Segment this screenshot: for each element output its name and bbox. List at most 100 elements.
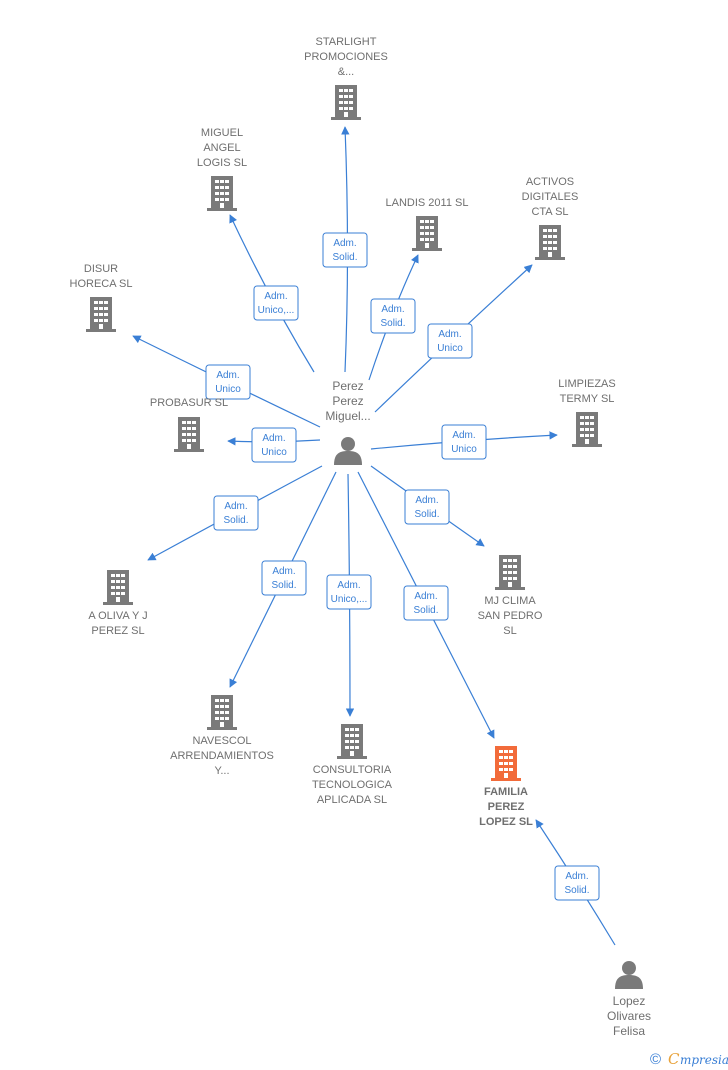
role-label: Adm. bbox=[224, 501, 247, 512]
role-label: Adm. bbox=[452, 430, 475, 441]
role-badge-perez-miguel[interactable]: Adm. Unico,... bbox=[253, 285, 299, 321]
role-label: Adm. bbox=[414, 591, 437, 602]
building-icon bbox=[495, 555, 525, 590]
person-icon bbox=[334, 437, 362, 465]
brand-name: mpresia bbox=[680, 1053, 728, 1067]
role-label: Solid. bbox=[332, 252, 357, 263]
node-label-line: PEREZ SL bbox=[91, 625, 144, 637]
role-badge-perez-activos[interactable]: Adm.Unico bbox=[427, 323, 473, 359]
node-label-line: CONSULTORIA bbox=[313, 764, 392, 776]
role-badge-perez-consultoria[interactable]: Adm. Unico,... bbox=[326, 574, 372, 610]
company-node-starlight[interactable]: STARLIGHTPROMOCIONES&... bbox=[304, 36, 388, 120]
role-label: Adm. bbox=[272, 566, 295, 577]
role-label: Solid. bbox=[413, 605, 438, 616]
role-badge-perez-disur[interactable]: Adm. Unico bbox=[205, 364, 251, 400]
role-badge-box bbox=[205, 364, 251, 400]
role-badge-box bbox=[441, 424, 487, 460]
role-label: Adm. bbox=[381, 304, 404, 315]
company-node-probasur[interactable]: PROBASUR SL bbox=[150, 397, 228, 452]
node-label-line: Perez bbox=[332, 379, 363, 393]
role-label: Unico bbox=[215, 384, 241, 395]
role-badge-box bbox=[261, 560, 307, 596]
role-badge-perez-familia[interactable]: Adm. Solid. bbox=[403, 585, 449, 621]
role-label: Adm. bbox=[333, 238, 356, 249]
node-label-line: SL bbox=[503, 625, 516, 637]
role-label: Adm. bbox=[216, 370, 239, 381]
role-label: Solid. bbox=[223, 515, 248, 526]
role-label: Solid. bbox=[271, 580, 296, 591]
node-label-line: LOPEZ SL bbox=[479, 816, 533, 828]
copyright-icon: © bbox=[650, 1051, 661, 1068]
node-label-line: DIGITALES bbox=[522, 191, 579, 203]
role-label: Unico bbox=[261, 447, 287, 458]
role-badge-perez-navescol[interactable]: Adm. Solid. bbox=[261, 560, 307, 596]
role-badge-box bbox=[326, 574, 372, 610]
role-badge-box bbox=[554, 865, 600, 901]
building-icon bbox=[412, 216, 442, 251]
node-label-line: ANGEL bbox=[203, 142, 240, 154]
company-node-mjclima[interactable]: MJ CLIMA SAN PEDRO SL bbox=[478, 555, 543, 637]
building-icon bbox=[572, 412, 602, 447]
node-label-line: MIGUEL bbox=[201, 127, 243, 139]
node-label-line: MJ CLIMA bbox=[484, 595, 536, 607]
role-badge-perez-probasur[interactable]: Adm. Unico bbox=[251, 427, 297, 463]
company-node-landis[interactable]: LANDIS 2011 SL bbox=[386, 197, 469, 251]
role-badge-box bbox=[251, 427, 297, 463]
node-label-line: SAN PEDRO bbox=[478, 610, 543, 622]
node-label-line: HORECA SL bbox=[70, 278, 133, 290]
empresia-watermark: © C mpresia bbox=[650, 1050, 728, 1068]
role-badge-lopez-familia[interactable]: Adm.Solid. bbox=[554, 865, 600, 901]
node-label-line: STARLIGHT bbox=[316, 36, 377, 48]
role-badge-box bbox=[213, 495, 259, 531]
role-badge-perez-limpiezas[interactable]: Adm. Unico bbox=[441, 424, 487, 460]
building-icon bbox=[491, 746, 521, 781]
building-icon bbox=[86, 297, 116, 332]
company-node-familia[interactable]: FAMILIA PEREZ LOPEZ SL bbox=[479, 746, 533, 828]
role-label: Adm. bbox=[264, 291, 287, 302]
role-label: Solid. bbox=[414, 509, 439, 520]
node-label-line: &... bbox=[338, 66, 355, 78]
role-badge-box bbox=[404, 489, 450, 525]
node-label-line: DISUR bbox=[84, 263, 118, 275]
role-badge-box bbox=[427, 323, 473, 359]
node-label-line: FAMILIA bbox=[484, 786, 528, 798]
node-label-line: A OLIVA Y J bbox=[88, 610, 147, 622]
company-node-aoliva[interactable]: A OLIVA Y J PEREZ SL bbox=[88, 570, 148, 637]
role-badge-perez-landis[interactable]: Adm.Solid. bbox=[370, 298, 416, 334]
node-label-line: TERMY SL bbox=[560, 393, 615, 405]
role-label: Unico,... bbox=[331, 594, 368, 605]
role-label: Unico bbox=[437, 343, 463, 354]
company-node-miguel[interactable]: MIGUEL ANGEL LOGIS SL bbox=[197, 127, 247, 211]
role-label: Adm. bbox=[337, 580, 360, 591]
role-label: Adm. bbox=[565, 871, 588, 882]
company-node-disur[interactable]: DISUR HORECA SL bbox=[70, 263, 133, 332]
role-label: Adm. bbox=[262, 433, 285, 444]
role-badge-box bbox=[253, 285, 299, 321]
person-node-perez[interactable]: PerezPerezMiguel... bbox=[325, 379, 371, 465]
node-label-line: TECNOLOGICA bbox=[312, 779, 393, 791]
node-label-line: Y... bbox=[214, 765, 229, 777]
role-badge-perez-starlight[interactable]: Adm. Solid. bbox=[322, 232, 368, 268]
role-badge-box bbox=[370, 298, 416, 334]
node-label-line: LOGIS SL bbox=[197, 157, 247, 169]
company-node-navescol[interactable]: NAVESCOLARRENDAMIENTOSY... bbox=[170, 695, 274, 777]
role-badge-box bbox=[322, 232, 368, 268]
role-badge-perez-aoliva[interactable]: Adm. Solid. bbox=[213, 495, 259, 531]
node-label-line: Perez bbox=[332, 394, 363, 408]
building-icon bbox=[103, 570, 133, 605]
person-icon bbox=[615, 961, 643, 989]
building-icon bbox=[337, 724, 367, 759]
role-label: Unico bbox=[451, 444, 477, 455]
node-label-line: LANDIS 2011 SL bbox=[386, 197, 469, 209]
node-label-line: PEREZ bbox=[488, 801, 525, 813]
node-label-line: Miguel... bbox=[325, 409, 370, 423]
role-label: Unico,... bbox=[258, 305, 295, 316]
role-badge-perez-mjclima[interactable]: Adm.Solid. bbox=[404, 489, 450, 525]
node-label-line: Lopez bbox=[613, 994, 646, 1008]
